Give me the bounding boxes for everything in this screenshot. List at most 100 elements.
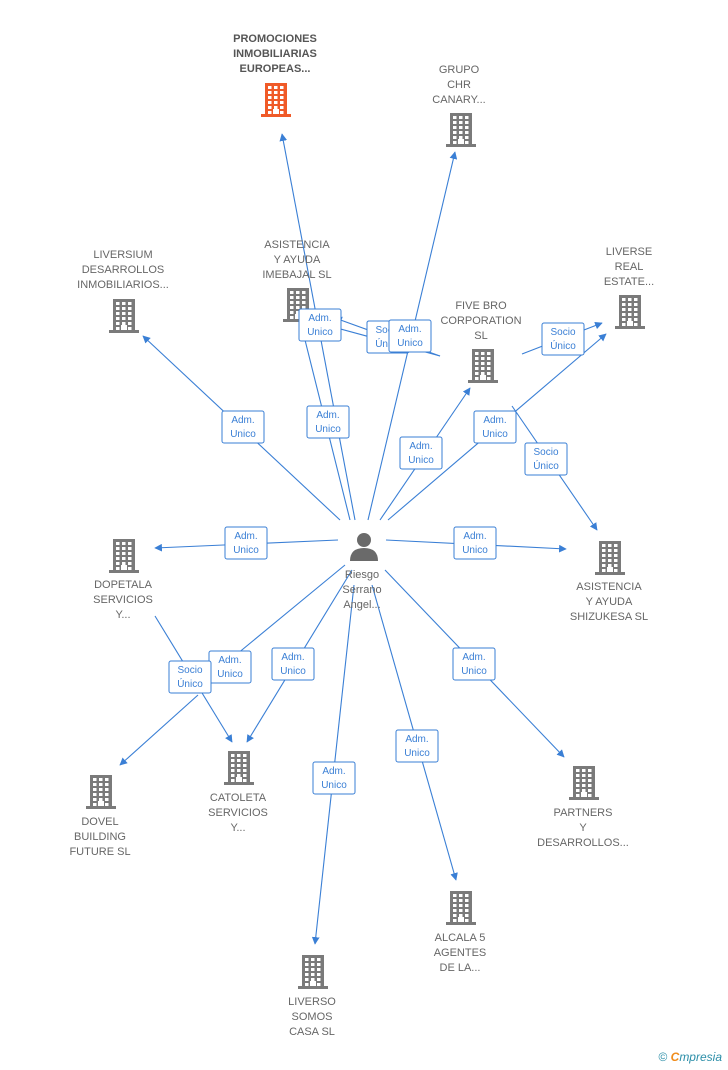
node-label-line: Y AYUDA: [274, 254, 321, 266]
node-label-line: SERVICIOS: [93, 594, 153, 606]
edge-label-box[interactable]: Adm. Unico: [388, 319, 432, 353]
copyright-footer: © Cmpresia: [658, 1050, 722, 1064]
node-label-line: CATOLETA: [210, 792, 267, 804]
edge-label-text: Adm.: [218, 655, 241, 666]
brand-logo-text: mpresia: [679, 1050, 722, 1064]
building-icon-dopetala[interactable]: [109, 539, 139, 573]
edge-label-text: Unico: [280, 666, 306, 677]
copyright-icon: ©: [658, 1050, 668, 1064]
edge-label-text: Unico: [233, 545, 259, 556]
node-label-line: PROMOCIONES: [233, 33, 317, 45]
node-label-line: CORPORATION: [440, 315, 521, 327]
edge-label-text: Unico: [315, 424, 341, 435]
company-label-liversium: LIVERSIUM DESARROLLOS INMOBILIARIOS...: [77, 249, 169, 291]
building-icon-dovel[interactable]: [86, 775, 116, 809]
node-label-line: BUILDING: [74, 831, 126, 843]
building-icon-catoleta[interactable]: [224, 751, 254, 785]
edge-label-box[interactable]: Adm.Unico: [453, 526, 497, 560]
company-label-grupo: GRUPOCHRCANARY...: [432, 64, 485, 106]
edge-label-box[interactable]: Adm.Unico: [473, 410, 517, 444]
node-label-line: Y: [579, 822, 587, 834]
edge-label-text: Unico: [397, 338, 423, 349]
node-label-line: DESARROLLOS...: [537, 837, 629, 849]
node-label-line: CASA SL: [289, 1026, 335, 1038]
edge-label-text: Unico: [461, 666, 487, 677]
edge-label-text: Único: [177, 677, 203, 690]
building-icon-grupo[interactable]: [446, 113, 476, 147]
edge-labels-layer: Adm.UnicoAdm.UnicoAdm.UnicoAdm.UnicoAdm.…: [168, 308, 585, 795]
node-label-line: Y AYUDA: [586, 596, 633, 608]
edge-label-text: Adm.: [316, 410, 339, 421]
company-label-liverse: LIVERSEREALESTATE...: [604, 246, 654, 288]
edge-label-text: Adm.: [398, 324, 421, 335]
company-label-liverso: LIVERSO SOMOS CASA SL: [288, 996, 336, 1038]
company-label-asistencia-imebajal: ASISTENCIA Y AYUDA IMEBAJAL SL: [262, 239, 331, 281]
edge-label-text: Adm.: [231, 415, 254, 426]
building-icon-fivebro[interactable]: [468, 349, 498, 383]
edge-label-text: Unico: [404, 748, 430, 759]
node-label-line: Riesgo: [345, 569, 379, 581]
person-label: RiesgoSerranoAngel...: [342, 569, 381, 611]
building-icon-liverse[interactable]: [615, 295, 645, 329]
node-label-line: Y...: [230, 822, 245, 834]
edge-label-box[interactable]: Adm. Unico: [312, 761, 356, 795]
edge-label-text: Adm.: [322, 766, 345, 777]
building-icon-liversium[interactable]: [109, 299, 139, 333]
edge-label-box[interactable]: Adm. Unico: [224, 526, 268, 560]
node-label-line: SERVICIOS: [208, 807, 268, 819]
node-label-line: REAL: [615, 261, 644, 273]
edge-label-text: Unico: [217, 669, 243, 680]
node-label-line: DESARROLLOS: [82, 264, 165, 276]
edge-label-text: Socio: [533, 447, 558, 458]
node-label-line: LIVERSO: [288, 996, 336, 1008]
node-label-line: IMEBAJAL SL: [262, 269, 331, 281]
node-label-line: CANARY...: [432, 94, 485, 106]
edge-label-box[interactable]: Adm. Unico: [306, 405, 350, 439]
edge-label-text: Adm.: [462, 652, 485, 663]
node-label-line: LIVERSIUM: [93, 249, 152, 261]
node-label-line: LIVERSE: [606, 246, 652, 258]
edge-label-box[interactable]: Adm. Unico: [395, 729, 439, 763]
edge-label-text: Adm.: [409, 441, 432, 452]
node-label-line: ASISTENCIA: [264, 239, 330, 251]
node-label-line: Angel...: [343, 599, 380, 611]
node-label-line: FIVE BRO: [455, 300, 507, 312]
edge-label-box[interactable]: Adm. Unico: [452, 647, 496, 681]
building-icon-alcala[interactable]: [446, 891, 476, 925]
building-icon-partners[interactable]: [569, 766, 599, 800]
building-icon-liverso[interactable]: [298, 955, 328, 989]
edge-label-text: Único: [533, 459, 559, 472]
edge-label-text: Adm.: [308, 313, 331, 324]
edge-label-text: Socio: [177, 665, 202, 676]
edge-label-box[interactable]: Adm. Unico: [271, 647, 315, 681]
edge-label-text: Socio: [550, 327, 575, 338]
edge-label-box[interactable]: Adm. Unico: [221, 410, 265, 444]
edge-label-text: Unico: [482, 429, 508, 440]
edge-label-box[interactable]: Adm. Unico: [208, 650, 252, 684]
building-icon-asistencia-shizukesa[interactable]: [595, 541, 625, 575]
edge-label-box[interactable]: Adm.Unico: [298, 308, 342, 342]
edge-label-text: Unico: [230, 429, 256, 440]
building-icon-promociones[interactable]: [261, 83, 291, 117]
edge-label-box[interactable]: Adm.Unico: [399, 436, 443, 470]
edge-label-text: Unico: [321, 780, 347, 791]
edge-label-text: Adm.: [405, 734, 428, 745]
person-icon[interactable]: [350, 533, 378, 561]
node-label-line: SOMOS: [292, 1011, 333, 1023]
edge-label-text: Socio: [375, 325, 400, 336]
edge-label-text: Adm.: [281, 652, 304, 663]
node-label-line: DOVEL: [81, 816, 118, 828]
company-label-partners: PARTNERSYDESARROLLOS...: [537, 807, 629, 849]
node-label-line: DOPETALA: [94, 579, 153, 591]
node-label-line: DE LA...: [440, 962, 481, 974]
node-label-line: INMOBILIARIOS...: [77, 279, 169, 291]
edge-label-text: Adm.: [234, 531, 257, 542]
node-label-line: Serrano: [342, 584, 381, 596]
